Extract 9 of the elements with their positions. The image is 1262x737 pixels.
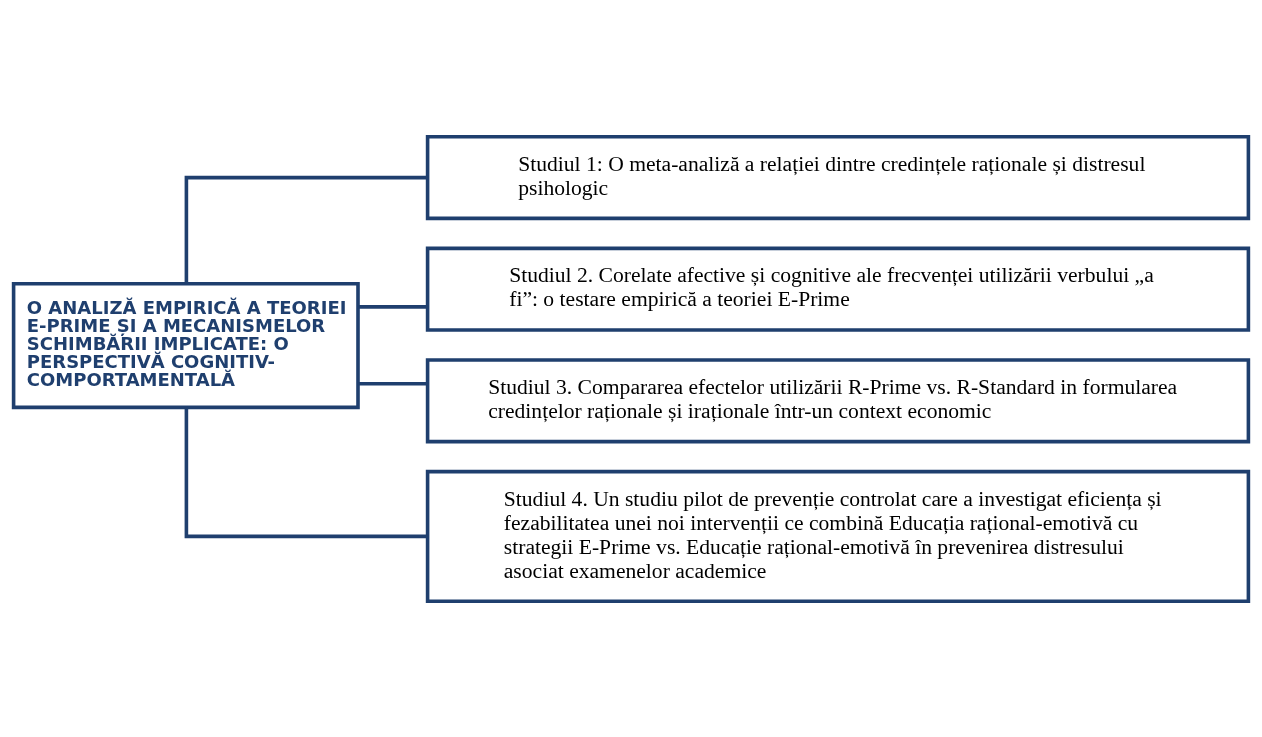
connector — [184, 407, 428, 538]
connector — [358, 304, 428, 309]
node-box: Studiul 2. Corelate afective și cognitive ale frecvenței utilizării verbului „a fi”: o testare empirică a teoriei E-Prime — [425, 246, 1251, 332]
node-box: Studiul 4. Un studiu pilot de prevenție controlat care a investigat eficiența și fezabilitatea unei noi intervenții ce combină Educația rațional-emotivă cu strategii E-Prime vs. Educație rațional-emotivă în prevenirea distresului asociat examenelor academice — [425, 469, 1251, 603]
node-box: O ANALIZĂ EMPIRICĂ A TEORIEI E-PRIME ȘI A MECANISMELOR SCHIMBĂRII IMPLICATE: O PERSPECTIVĂ COGNITIV- COMPORTAMENTALĂ — [11, 281, 360, 409]
connector — [358, 381, 428, 385]
node-box: Studiul 1: O meta-analiză a relației dintre credințele raționale și distresul psihologic — [425, 134, 1251, 220]
node-box: Studiul 3. Compararea efectelor utilizării R-Prime vs. R-Standard in formularea credințelor raționale și iraționale într-un context economic — [425, 357, 1251, 443]
connector — [184, 175, 428, 283]
